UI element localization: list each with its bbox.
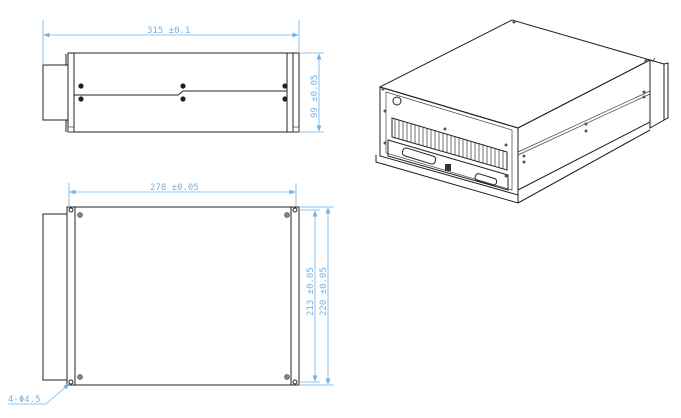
side-view: 315 ±0.1 99 ±0.05 <box>42 20 324 133</box>
iso-screws <box>381 20 648 178</box>
network-port <box>445 164 451 171</box>
side-body <box>73 52 294 133</box>
mounting-holes <box>68 207 298 385</box>
top-inner-height-dimension: 213 ±0.05 <box>306 267 316 316</box>
top-outer-height-dimension: 220 ±0.05 <box>319 267 329 316</box>
side-screws <box>78 83 288 102</box>
top-connector-block <box>42 213 68 381</box>
top-screws <box>77 212 290 380</box>
top-plate <box>74 206 292 386</box>
db-connector <box>401 147 437 165</box>
side-width-dimension: 315 ±0.1 <box>147 26 190 36</box>
small-connector <box>474 173 498 186</box>
top-view: 278 ±0.05 213 ±0.05 220 ±0.05 4-Φ4.5 <box>8 183 334 405</box>
hole-callout: 4-Φ4.5 <box>8 395 41 405</box>
isometric-view <box>375 19 669 204</box>
vent-fins <box>394 119 504 169</box>
side-connector-block <box>42 64 69 121</box>
side-height-dimension: 99 ±0.05 <box>310 75 320 118</box>
top-width-dimension: 278 ±0.05 <box>150 183 199 193</box>
